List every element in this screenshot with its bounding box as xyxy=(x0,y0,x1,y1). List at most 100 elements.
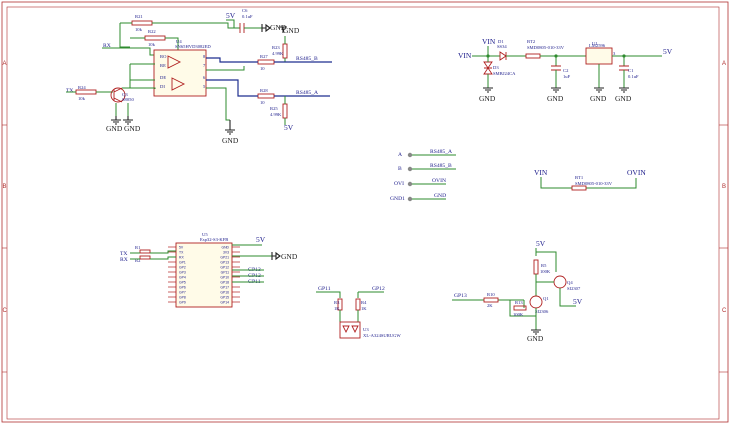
c2-value: 1uF xyxy=(563,74,571,79)
r13-resistor[interactable] xyxy=(513,305,527,311)
mcu-tx-label: TX xyxy=(120,251,127,257)
mcu-pin-label: GP3 xyxy=(179,270,186,274)
r5-ref: R5 xyxy=(541,263,547,268)
u4-pin-7: 7 xyxy=(203,63,206,68)
r23-ref: R23 xyxy=(272,45,280,50)
mcu-block: U5 Esp32-S3-KFB 5VTXRXGP1GP2GP3GP4GP5GP6… xyxy=(120,232,298,308)
r28-value: 10 xyxy=(260,100,265,105)
mcu-pin-label: 5V xyxy=(179,245,184,249)
u5-mcu-chip[interactable] xyxy=(175,242,233,308)
mcu-pin-label: GP13 xyxy=(220,260,229,264)
led-gp11-label: GP11 xyxy=(318,286,331,292)
u4-pin-ro: RO xyxy=(160,54,167,59)
u5-ref: U5 xyxy=(202,232,208,237)
r1-resistor[interactable] xyxy=(139,249,151,254)
c2-capacitor[interactable] xyxy=(551,65,561,71)
u4-pin-di: DI xyxy=(160,84,165,89)
mcu-pin-label: GP5 xyxy=(179,280,186,284)
tx-net-label: TX xyxy=(66,88,73,94)
u4-chip[interactable] xyxy=(153,49,207,97)
r4-resistor[interactable] xyxy=(355,298,361,311)
q3-ref: Q3 xyxy=(122,92,128,97)
u4-gnd-label: GND xyxy=(222,136,239,145)
conn-pin-b: B xyxy=(398,166,402,172)
conn-net-rs485-b: RS485_B xyxy=(430,163,452,169)
sw-gp13-label: GP13 xyxy=(454,293,467,299)
mcu-pin-label: GP7 xyxy=(179,290,186,294)
conn-pad-ovi[interactable] xyxy=(407,181,413,187)
r23-resistor[interactable] xyxy=(282,43,288,59)
q3-gnd-label: GND xyxy=(106,124,123,133)
mcu-rx-label: RX xyxy=(120,257,128,263)
r10-resistor[interactable] xyxy=(483,297,499,303)
r24-resistor[interactable] xyxy=(75,89,97,95)
r10-value: 2K xyxy=(487,303,493,308)
c1-ref: C1 xyxy=(628,68,634,73)
r21-ref: R21 xyxy=(135,14,143,19)
r21-value: 10k xyxy=(135,27,143,32)
r22-ref: R22 xyxy=(148,29,156,34)
q4-mosfet[interactable] xyxy=(553,275,567,289)
c2-gnd-label: GND xyxy=(547,94,564,103)
r13-ref: R13 xyxy=(515,300,523,305)
u3-ref: U3 xyxy=(363,327,369,332)
bt1-fuse[interactable] xyxy=(571,185,587,191)
zone-label-right-b: B xyxy=(722,184,726,190)
q3-gnd2-label: GND xyxy=(124,124,141,133)
r5-resistor[interactable] xyxy=(533,259,539,275)
zone-label-left-b: B xyxy=(3,184,7,190)
q3-transistor[interactable] xyxy=(110,87,126,103)
u4-pin-8: 8 xyxy=(203,54,206,59)
q1-mosfet[interactable] xyxy=(529,295,543,309)
sw-5v-top-label: 5V xyxy=(536,239,546,248)
zone-label-right-a: A xyxy=(722,61,726,67)
d3-tvs-diode[interactable] xyxy=(483,61,493,75)
fuse2-vin-label: VIN xyxy=(534,168,548,177)
conn-pad-gnd1[interactable] xyxy=(407,196,413,202)
r28-resistor[interactable] xyxy=(257,93,275,99)
bt1-value: SMD0805-010-33V xyxy=(575,181,613,186)
conn-pin-ovi: OVI xyxy=(394,181,404,187)
mcu-pin-label: GND xyxy=(221,245,229,249)
mcu-pin-label: RX xyxy=(179,255,184,259)
mcu-pin-label: GP18 xyxy=(220,280,229,284)
vin-left-label: VIN xyxy=(458,51,472,60)
mcu-pin-label: GP8 xyxy=(179,295,186,299)
mcu-pin-label: GP2 xyxy=(179,265,186,269)
bt2-fuse[interactable] xyxy=(525,53,541,59)
d1-value: SS34 xyxy=(497,44,507,49)
u3-led[interactable] xyxy=(339,321,361,339)
u4-pin-de: DE xyxy=(160,75,166,80)
r27-resistor[interactable] xyxy=(257,59,275,65)
r22-resistor[interactable] xyxy=(144,35,166,41)
r21-resistor[interactable] xyxy=(131,20,153,26)
conn-pad-a[interactable] xyxy=(407,152,413,158)
u1-regulator[interactable] xyxy=(585,47,613,65)
r2-resistor[interactable] xyxy=(139,255,151,260)
c6-gnd-label: GND xyxy=(270,23,287,32)
bt2-value: SMD0805-010-33V xyxy=(527,45,565,50)
r24-ref: R24 xyxy=(78,85,86,90)
u4-pin-5: 5 xyxy=(203,84,206,89)
mcu-pin-label: GP16 xyxy=(220,290,229,294)
r13-value: 100K xyxy=(513,312,524,317)
mcu-pin-label: GP11 xyxy=(221,270,230,274)
zone-label-left-c: C xyxy=(3,308,8,314)
r25-resistor[interactable] xyxy=(282,103,288,119)
r25-ref: R25 xyxy=(270,106,278,111)
c6-ref: C6 xyxy=(242,8,248,13)
mcu-pin-label: GP17 xyxy=(220,285,229,289)
mcu-pin-label: GP4 xyxy=(179,275,186,279)
conn-pad-b[interactable] xyxy=(407,166,413,172)
c2-ref: C2 xyxy=(563,68,569,73)
conn-pin-a: A xyxy=(398,152,402,158)
zone-label-left-a: A xyxy=(3,61,7,67)
c1-gnd-label: GND xyxy=(615,94,632,103)
d1-diode[interactable] xyxy=(499,51,507,61)
conn-net-ovin: OVIN xyxy=(432,178,446,184)
r10-ref: R10 xyxy=(487,292,495,297)
d3-value: SMBJ24CA xyxy=(493,71,516,76)
